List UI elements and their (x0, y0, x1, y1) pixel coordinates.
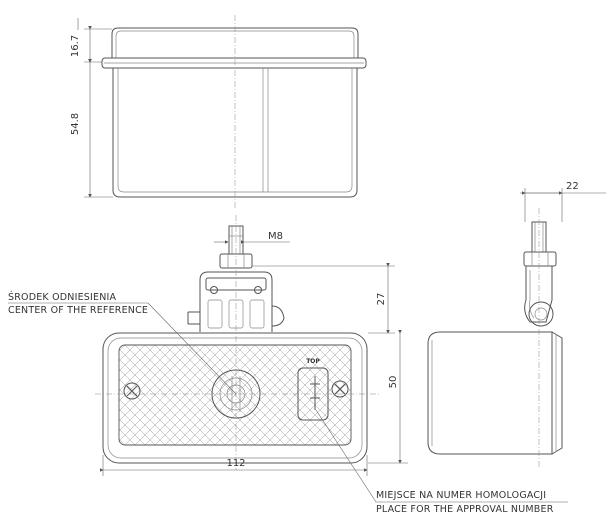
dimension-bolt-thread: M8 (268, 231, 283, 242)
front-view: TOP (95, 215, 380, 470)
dimension-bracket-height: 27 (376, 293, 387, 306)
dimension-lens-height: 50 (388, 376, 399, 389)
reference-annotation: ŚRODEK ODNIESIENIA CENTER OF THE REFEREN… (8, 291, 237, 395)
approval-label-en: PLACE FOR THE APPROVAL NUMBER (376, 504, 554, 515)
reference-label-en: CENTER OF THE REFERENCE (8, 305, 148, 316)
dimension-body-height: 54.8 (70, 113, 81, 135)
approval-label-pl: MIEJSCE NA NUMER HOMOLOGACJI (376, 490, 546, 501)
top-view: 16.7 54.8 (70, 15, 367, 208)
top-mark-label: TOP (306, 358, 320, 365)
dimension-total-width: 112 (226, 458, 245, 469)
approval-annotation: MIEJSCE NA NUMER HOMOLOGACJI PLACE FOR T… (315, 409, 568, 515)
front-dimensions: M8 27 50 112 (100, 231, 408, 476)
dimension-top-height: 16.7 (70, 35, 81, 57)
side-view: 22 (427, 181, 606, 468)
reference-label-pl: ŚRODEK ODNIESIENIA (8, 291, 117, 303)
dimension-side-width: 22 (566, 181, 579, 192)
